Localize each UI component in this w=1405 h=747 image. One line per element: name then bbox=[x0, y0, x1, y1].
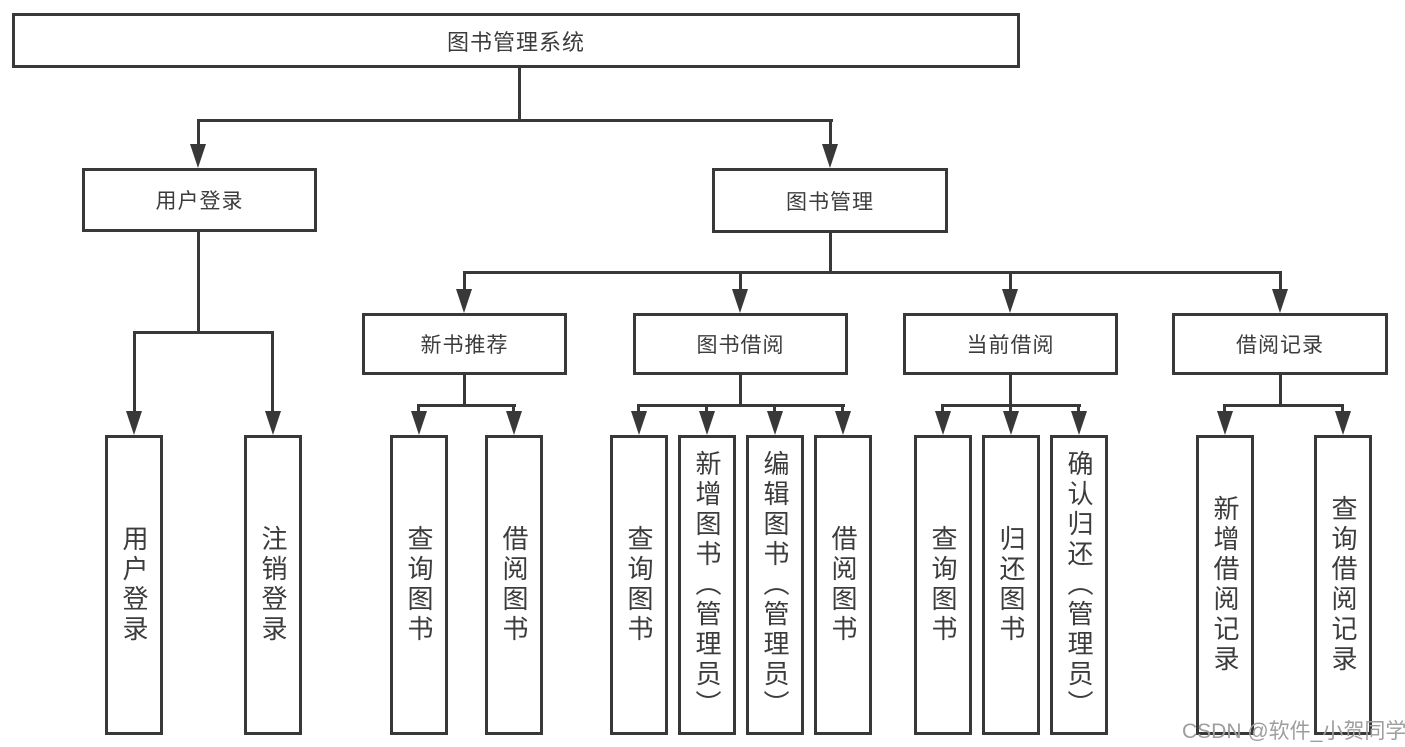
arrowhead bbox=[767, 411, 783, 435]
connector-line bbox=[773, 404, 776, 415]
connector-line bbox=[1009, 404, 1012, 415]
node-root-label: 图书管理系统 bbox=[446, 29, 585, 55]
leaf-query-books-recommend: 查询图书 bbox=[390, 435, 448, 735]
connector-line bbox=[512, 404, 515, 415]
connector-line bbox=[463, 373, 466, 407]
arrowhead bbox=[732, 289, 748, 313]
node-book-management: 图书管理 bbox=[712, 168, 948, 233]
node-current-borrow: 当前借阅 bbox=[903, 313, 1118, 375]
arrowhead bbox=[265, 411, 281, 435]
leaf-borrow-books-recommend: 借阅图书 bbox=[485, 435, 543, 735]
arrowhead bbox=[935, 411, 951, 435]
connector-line bbox=[829, 119, 832, 148]
leaf-add-borrow-record-label: 新增借阅记录 bbox=[1210, 495, 1240, 675]
leaf-query-books-recommend-label: 查询图书 bbox=[404, 525, 434, 645]
connector-line bbox=[133, 331, 136, 415]
connector-line bbox=[463, 271, 1282, 274]
connector-line bbox=[841, 404, 844, 415]
connector-line bbox=[417, 404, 420, 415]
leaf-edit-books-admin: 编辑图书（管理员） bbox=[746, 435, 804, 735]
connector-line bbox=[829, 231, 832, 274]
connector-line bbox=[417, 404, 516, 407]
arrowhead bbox=[1003, 411, 1019, 435]
watermark: CSDN @软件_小贺同学 bbox=[1182, 720, 1405, 743]
connector-line bbox=[271, 331, 274, 415]
arrowhead bbox=[699, 411, 715, 435]
node-user-login: 用户登录 bbox=[82, 168, 317, 232]
connector-line bbox=[1279, 373, 1282, 407]
connector-line bbox=[1009, 373, 1012, 407]
arrowhead bbox=[456, 289, 472, 313]
node-borrow-records-label: 借阅记录 bbox=[1236, 334, 1324, 357]
leaf-return-books: 归还图书 bbox=[982, 435, 1040, 735]
leaf-add-borrow-record: 新增借阅记录 bbox=[1196, 435, 1254, 735]
node-book-borrow: 图书借阅 bbox=[633, 313, 848, 375]
connector-line bbox=[1077, 404, 1080, 415]
node-root: 图书管理系统 bbox=[12, 13, 1020, 68]
connector-line bbox=[637, 404, 845, 407]
connector-line bbox=[518, 67, 521, 121]
connector-line bbox=[1279, 271, 1282, 293]
connector-line bbox=[197, 119, 833, 122]
node-book-management-label: 图书管理 bbox=[786, 190, 874, 214]
leaf-query-books-borrow-label: 查询图书 bbox=[624, 525, 654, 645]
leaf-logout: 注销登录 bbox=[244, 435, 302, 735]
connector-line bbox=[1341, 404, 1344, 415]
leaf-user-login-label: 用户登录 bbox=[119, 525, 149, 645]
arrowhead bbox=[835, 411, 851, 435]
node-user-login-label: 用户登录 bbox=[155, 190, 244, 213]
leaf-logout-label: 注销登录 bbox=[258, 525, 288, 645]
leaf-query-books-borrow: 查询图书 bbox=[610, 435, 668, 735]
connector-line bbox=[941, 404, 944, 415]
node-new-book-recommend: 新书推荐 bbox=[362, 313, 567, 375]
connector-line bbox=[739, 271, 742, 293]
connector-line bbox=[705, 404, 708, 415]
leaf-query-books-current: 查询图书 bbox=[914, 435, 972, 735]
connector-line bbox=[739, 373, 742, 407]
leaf-edit-books-admin-label: 编辑图书（管理员） bbox=[760, 450, 790, 720]
arrowhead bbox=[1217, 411, 1233, 435]
leaf-query-borrow-record: 查询借阅记录 bbox=[1314, 435, 1372, 735]
leaf-add-books-admin-label: 新增图书（管理员） bbox=[692, 450, 722, 720]
arrowhead bbox=[1071, 411, 1087, 435]
leaf-borrow-books: 借阅图书 bbox=[814, 435, 872, 735]
arrowhead bbox=[822, 144, 838, 168]
arrowhead bbox=[1272, 289, 1288, 313]
connector-line bbox=[197, 119, 200, 148]
leaf-borrow-books-recommend-label: 借阅图书 bbox=[499, 525, 529, 645]
leaf-confirm-return-admin: 确认归还（管理员） bbox=[1050, 435, 1108, 735]
arrowhead bbox=[1002, 289, 1018, 313]
node-book-borrow-label: 图书借阅 bbox=[696, 334, 785, 357]
arrowhead bbox=[411, 411, 427, 435]
leaf-add-books-admin: 新增图书（管理员） bbox=[678, 435, 736, 735]
arrowhead bbox=[190, 144, 206, 168]
leaf-query-books-current-label: 查询图书 bbox=[928, 525, 958, 645]
connector-line bbox=[1223, 404, 1226, 415]
connector-line bbox=[637, 404, 640, 415]
node-new-book-recommend-label: 新书推荐 bbox=[420, 334, 509, 357]
connector-line bbox=[197, 230, 200, 333]
leaf-query-borrow-record-label: 查询借阅记录 bbox=[1328, 495, 1358, 675]
node-borrow-records: 借阅记录 bbox=[1172, 313, 1388, 375]
node-current-borrow-label: 当前借阅 bbox=[966, 334, 1055, 357]
leaf-confirm-return-admin-label: 确认归还（管理员） bbox=[1064, 450, 1094, 720]
leaf-borrow-books-label: 借阅图书 bbox=[828, 525, 858, 645]
arrowhead bbox=[631, 411, 647, 435]
leaf-user-login: 用户登录 bbox=[105, 435, 163, 735]
connector-line bbox=[133, 331, 274, 334]
connector-line bbox=[463, 271, 466, 293]
arrowhead bbox=[506, 411, 522, 435]
connector-line bbox=[1223, 404, 1344, 407]
leaf-return-books-label: 归还图书 bbox=[996, 525, 1026, 645]
arrowhead bbox=[126, 411, 142, 435]
connector-line bbox=[1009, 271, 1012, 293]
arrowhead bbox=[1335, 411, 1351, 435]
